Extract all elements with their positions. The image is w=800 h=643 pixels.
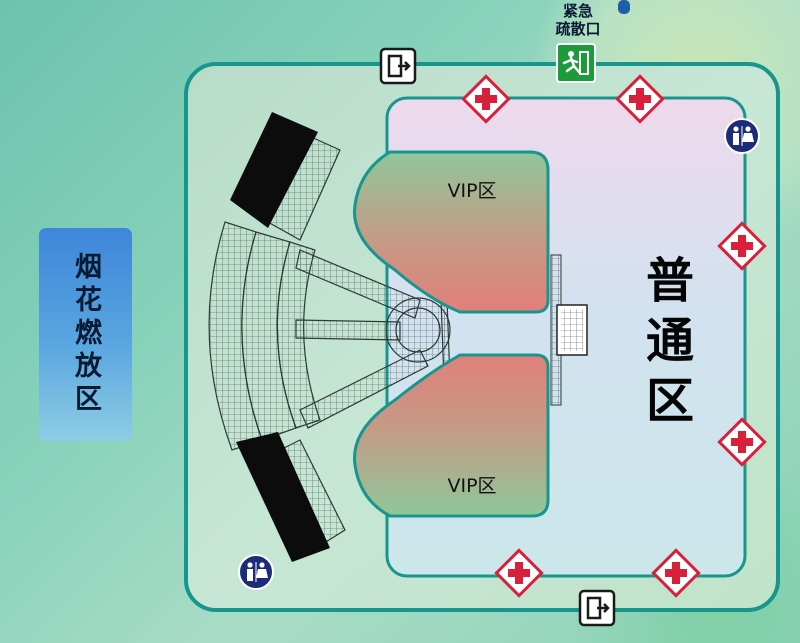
vip-zone-top <box>353 150 550 314</box>
first-aid-icon <box>651 548 701 598</box>
exit-door-icon <box>578 589 616 627</box>
general-zone-label: 普通区 <box>637 255 693 435</box>
emergency-exit-icon <box>556 43 596 83</box>
emergency-exit-label-line1: 紧急 <box>562 2 593 20</box>
exit-door-icon <box>379 47 417 85</box>
first-aid-icons <box>461 74 767 598</box>
emergency-exit-label: 紧急 疏散口 <box>538 2 618 38</box>
first-aid-icon <box>494 548 544 598</box>
fireworks-zone: 烟花燃放区 <box>39 228 132 441</box>
fireworks-zone-label: 烟花燃放区 <box>70 252 101 417</box>
first-aid-icon <box>615 74 665 124</box>
first-aid-icon <box>717 221 767 271</box>
vip-zone-bottom <box>353 353 550 518</box>
vip-zone-bottom-label: VIP区 <box>447 475 497 497</box>
side-screen <box>550 254 588 406</box>
restroom-icon <box>238 554 274 590</box>
first-aid-icon <box>461 74 511 124</box>
vip-zone-top-label: VIP区 <box>447 180 497 202</box>
emergency-exit-label-line2: 疏散口 <box>555 20 601 38</box>
restroom-icon <box>724 118 760 154</box>
first-aid-icon <box>717 417 767 467</box>
grandstand-blocks <box>230 112 330 562</box>
top-edge-marker <box>618 0 630 14</box>
